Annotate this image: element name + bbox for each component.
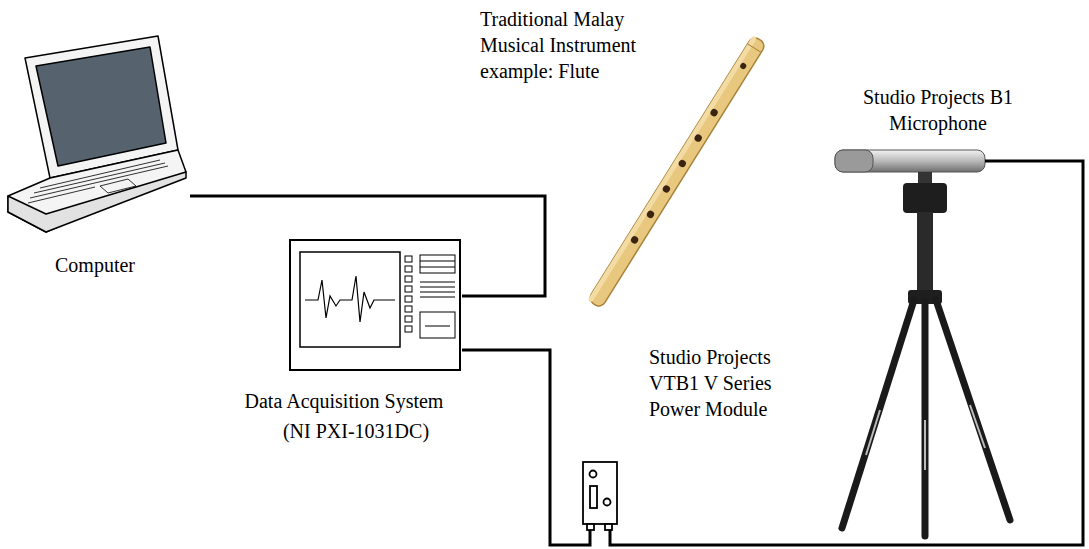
device-node: Computer <box>5 30 190 288</box>
device-label: Traditional Malay Musical Instrument exa… <box>480 6 660 84</box>
cable <box>610 161 1083 545</box>
power-module-illustration <box>583 462 617 530</box>
device-node: Studio Projects VTB1 V Series Power Modu… <box>583 342 843 530</box>
cable <box>190 196 545 296</box>
device-label: Studio Projects B1 Microphone <box>840 84 1036 136</box>
device-label: Studio Projects VTB1 V Series Power Modu… <box>649 344 809 422</box>
device-node: Traditional Malay Musical Instrument exa… <box>478 4 678 94</box>
device-node: Studio Projects B1 Microphone <box>830 82 1076 540</box>
laptop-illustration <box>8 36 186 232</box>
device-label: Data Acquisition System <box>226 388 462 414</box>
cable <box>462 350 590 545</box>
device-label: (NI PXI-1031DC) <box>266 418 446 444</box>
device-node: Data Acquisition System (NI PXI-1031DC) <box>226 240 462 450</box>
flute-illustration <box>588 35 767 308</box>
microphone-illustration <box>835 150 1076 536</box>
daq-illustration <box>290 240 460 370</box>
device-label: Computer <box>25 252 165 278</box>
